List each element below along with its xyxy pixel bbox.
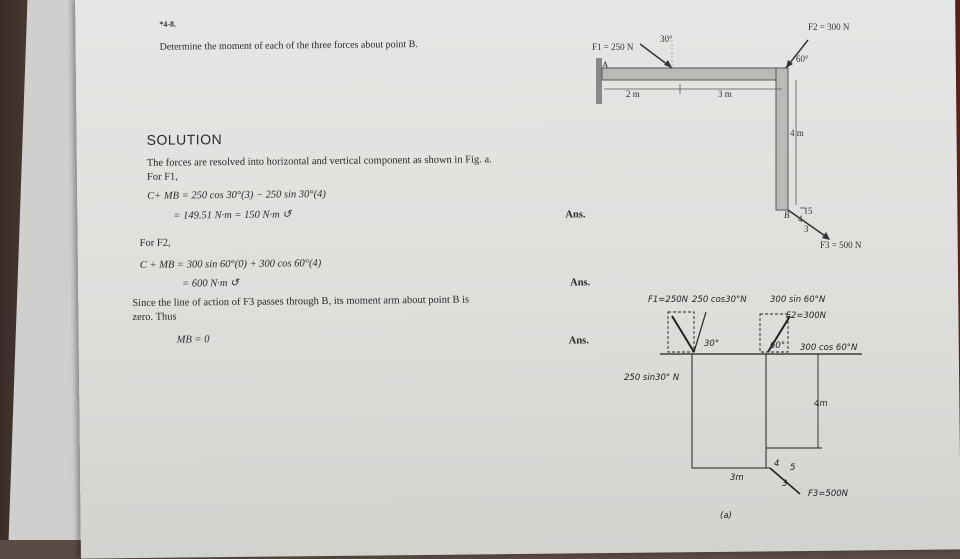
f1-angle: 30° — [660, 34, 673, 44]
hand-triangle-5: 5 — [790, 463, 795, 473]
hand-f1-cos: 250 cos30°N — [692, 295, 747, 305]
triangle-3: 3 — [804, 224, 809, 234]
horizontal-beam — [601, 67, 789, 81]
slope-triangle — [800, 207, 807, 214]
f3-arrow — [787, 209, 829, 239]
handwritten-diagram — [660, 311, 862, 495]
figure-caption: (a) — [720, 511, 732, 521]
f3-label: F3 = 500 N — [820, 240, 862, 250]
dimension-2m: 2 m — [626, 89, 640, 99]
hand-f2-sin: 300 sin 60°N — [770, 295, 826, 305]
wall-support — [596, 58, 602, 104]
triangle-5: 5 — [808, 206, 813, 216]
hand-f2-label: F2=300N — [786, 311, 827, 321]
point-a: A — [602, 60, 609, 70]
dimension-4m: 4 m — [790, 128, 804, 138]
hand-triangle-3: 3 — [782, 479, 787, 489]
f2-angle: 60° — [796, 54, 809, 64]
hand-dimension-4m: 4m — [814, 399, 828, 409]
hand-angle-60: 60° — [770, 341, 785, 351]
vertical-beam — [775, 67, 789, 211]
f2-label: F2 = 300 N — [808, 22, 850, 32]
hand-triangle-4: 4 — [774, 459, 779, 469]
hand-f3-label: F3=500N — [808, 489, 849, 499]
f2-hand-arrow — [767, 315, 791, 353]
hand-angle-30: 30° — [704, 339, 719, 349]
dimension-3m: 3 m — [718, 89, 732, 99]
hand-f2-cos: 300 cos 60°N — [800, 343, 858, 353]
hand-f1-label: F1=250N — [648, 295, 689, 305]
point-b: B — [784, 210, 790, 220]
hand-f1-sin: 250 sin30° N — [624, 373, 680, 383]
hand-dimension-3m: 3m — [730, 473, 744, 483]
triangle-4: 4 — [798, 214, 803, 224]
f1-label: F1 = 250 N — [592, 42, 634, 52]
f3-hand-arrow — [769, 467, 801, 495]
frame-figure: F1 = 250 N 30° F2 = 300 N 60° 2 m 3 m 4 … — [592, 22, 862, 521]
f1-hand-arrow — [671, 315, 695, 353]
